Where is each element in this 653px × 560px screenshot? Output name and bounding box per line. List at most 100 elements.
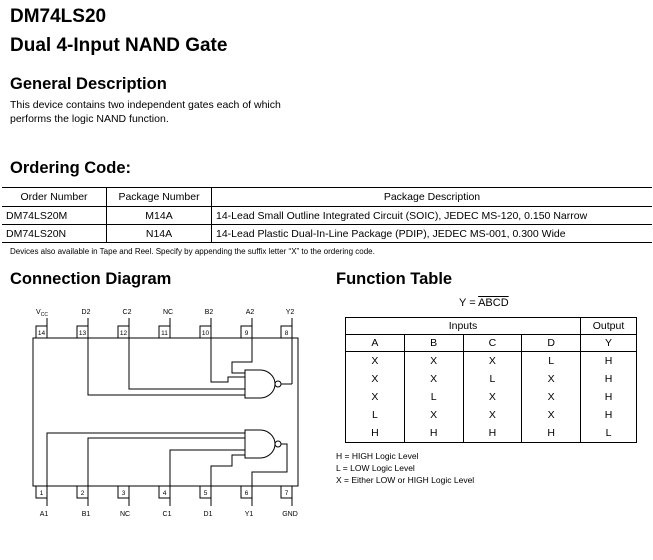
legend-low: L = LOW Logic Level [336, 463, 415, 473]
package-number-cell: M14A [106, 206, 212, 225]
pin-label-vcc: VCC [36, 309, 48, 318]
table-row: L X X X H [345, 406, 637, 424]
cell: X [521, 406, 581, 424]
package-description-cell: 14-Lead Plastic Dual-In-Line Package (PD… [211, 224, 652, 243]
pin-label-a2: A2 [246, 309, 255, 316]
col-order-number: Order Number [2, 187, 107, 207]
table-row: DM74LS20M M14A 14-Lead Small Outline Int… [2, 206, 652, 225]
table-row: H H H H L [345, 424, 637, 443]
cell: X [403, 370, 464, 388]
nand-gate-2 [87, 338, 293, 399]
cell: X [521, 370, 581, 388]
ordering-note: Devices also available in Tape and Reel.… [10, 247, 375, 256]
col-b: B [403, 334, 464, 352]
table-row: X X X L H [345, 351, 637, 370]
order-number-cell: DM74LS20M [2, 206, 107, 225]
equation-overline-term: ABCD [478, 297, 509, 309]
cell: X [403, 351, 464, 370]
function-table: Inputs Output A B C D Y X X X L H X X L … [345, 317, 637, 443]
table-row: X L X X H [345, 388, 637, 406]
col-y: Y [580, 334, 637, 352]
equation-prefix: Y = [459, 297, 479, 309]
cell: L [403, 388, 464, 406]
part-title: Dual 4-Input NAND Gate [10, 35, 228, 56]
order-number-cell: DM74LS20N [2, 224, 107, 243]
function-group-header-row: Inputs Output [345, 317, 637, 335]
legend-either: X = Either LOW or HIGH Logic Level [336, 475, 475, 485]
general-description-line-2: performs the logic NAND function. [10, 113, 169, 125]
ordering-table: Order Number Package Number Package Desc… [2, 187, 652, 243]
pin-label-gnd: GND [282, 511, 298, 518]
pin-label-d2: D2 [82, 309, 91, 316]
cell: L [345, 406, 405, 424]
pin-label-nc-bottom: NC [120, 511, 130, 518]
cell: X [403, 406, 464, 424]
cell: L [521, 351, 581, 370]
col-c: C [462, 334, 523, 352]
general-description-line-1: This device contains two independent gat… [10, 99, 281, 111]
nand-gate-1 [46, 429, 288, 486]
pin-number-5: 5 [204, 490, 208, 497]
legend-high: H = HIGH Logic Level [336, 451, 419, 461]
pin-label-nc-top: NC [163, 309, 173, 316]
pin-number-2: 2 [81, 490, 85, 497]
cell: X [521, 388, 581, 406]
cell: H [580, 370, 637, 388]
pin-number-6: 6 [245, 490, 249, 497]
logic-equation: Y = ABCD [459, 296, 509, 310]
cell: H [580, 406, 637, 424]
connection-diagram-heading: Connection Diagram [10, 270, 172, 288]
ic-package-outline [32, 337, 299, 487]
cell: H [580, 388, 637, 406]
cell: X [462, 406, 523, 424]
inputs-group-header: Inputs [345, 317, 581, 335]
col-d: D [521, 334, 581, 352]
pin-number-3: 3 [122, 490, 126, 497]
pin-number-boxes [35, 325, 293, 499]
pin-number-14: 14 [38, 330, 46, 337]
pin-label-c1: C1 [163, 511, 172, 518]
cell: X [345, 351, 405, 370]
ordering-header-row: Order Number Package Number Package Desc… [2, 187, 652, 207]
table-row: DM74LS20N N14A 14-Lead Plastic Dual-In-L… [2, 224, 652, 243]
col-package-description: Package Description [211, 187, 652, 207]
cell: H [580, 351, 637, 370]
table-row: X X L X H [345, 370, 637, 388]
cell: H [521, 424, 581, 443]
pin-number-11: 11 [161, 330, 168, 337]
pin-number-7: 7 [285, 490, 289, 497]
pin-label-a1: A1 [40, 511, 49, 518]
pin-label-y1: Y1 [245, 511, 254, 518]
pin-number-4: 4 [163, 490, 167, 497]
ordering-code-heading: Ordering Code: [10, 159, 132, 177]
pin-number-8: 8 [285, 330, 289, 337]
part-number: DM74LS20 [10, 6, 107, 27]
pin-label-d1: D1 [204, 511, 213, 518]
package-description-cell: 14-Lead Small Outline Integrated Circuit… [211, 206, 652, 225]
function-column-header-row: A B C D Y [345, 334, 637, 352]
cell: H [462, 424, 523, 443]
pin-label-c2: C2 [123, 309, 132, 316]
package-number-cell: N14A [106, 224, 212, 243]
cell: H [403, 424, 464, 443]
pin-label-b1: B1 [82, 511, 91, 518]
cell: L [462, 370, 523, 388]
pin-number-10: 10 [202, 330, 210, 337]
col-a: A [345, 334, 405, 352]
output-group-header: Output [580, 317, 637, 335]
pin-number-13: 13 [79, 330, 87, 337]
cell: H [345, 424, 405, 443]
pin-label-b2: B2 [205, 309, 214, 316]
function-table-heading: Function Table [336, 270, 453, 288]
cell: X [462, 388, 523, 406]
pin-number-9: 9 [245, 330, 249, 337]
cell: L [580, 424, 637, 443]
cell: X [345, 370, 405, 388]
cell: X [462, 351, 523, 370]
col-package-number: Package Number [106, 187, 212, 207]
general-description-heading: General Description [10, 75, 167, 93]
connection-diagram: VCC D2 C2 NC B2 A2 Y2 14 13 12 11 10 9 8… [32, 309, 299, 518]
cell: X [345, 388, 405, 406]
pin-number-1: 1 [40, 490, 44, 497]
pin-number-12: 12 [120, 330, 128, 337]
